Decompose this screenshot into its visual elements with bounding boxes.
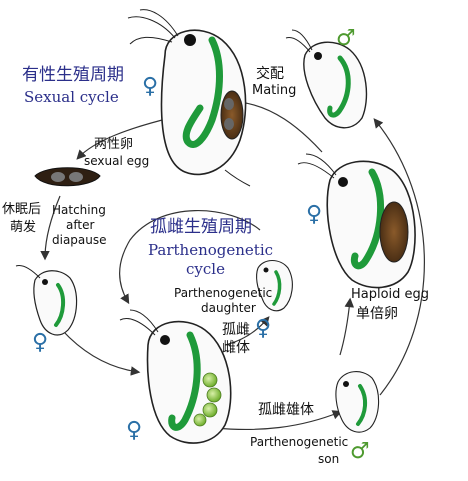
parthenogenetic-daughter-daphnia [256,259,293,312]
arrow-to-parthenogenetic-female [61,329,141,376]
parthenogenetic-son-daphnia [335,371,380,433]
arrow-hatching [40,195,61,261]
sexual-egg-label-cn: 两性卵 [94,137,134,152]
arrow-parthenogenetic-loop [119,210,261,305]
arrow-to-sexual-egg [76,117,171,160]
hatching-label-en-3: diapause [52,233,107,247]
parthenogenetic-cycle-title-cn: 孤雌生殖周期 [150,217,252,237]
sexual-cycle-title-en: Sexual cycle [24,88,119,106]
male-symbol-mating: ♂ [336,26,356,51]
arrow-son-to-male [373,118,425,396]
hatched-female-daphnia [15,265,78,336]
male-symbol-son: ♂ [350,439,370,464]
arrow-to-son [214,410,343,431]
daughter-label-en-2: daughter [201,301,256,315]
female-symbol-daughter: ♀ [255,316,272,341]
hatching-label-en-1: Hatching [52,203,106,217]
sexual-female-daphnia [127,9,251,187]
male-daphnia-mating [285,29,368,129]
son-label-en-2: son [318,452,340,466]
daughter-label-cn-2: 雌体 [222,340,250,356]
parthenogenetic-female-daphnia [119,309,232,444]
mating-label-en: Mating [252,83,297,98]
female-symbol-hatched: ♀ [32,330,49,355]
hatching-label-cn-1: 休眠后 [2,202,42,217]
mating-label-cn: 交配 [256,66,284,82]
daughter-label-cn-1: 孤雌 [222,322,250,338]
arrow-to-haploid-female [339,297,355,356]
son-label-cn: 孤雌雄体 [258,402,314,418]
haploid-egg-label-en: Haploid egg [351,287,430,302]
arrow-mating [235,97,323,153]
haploid-egg-female-daphnia [297,153,416,289]
arrow-to-daughter [224,316,270,346]
parthenogenetic-cycle-title-en-1: Parthenogenetic [148,241,274,259]
female-symbol-haploid: ♀ [306,202,323,227]
hatching-label-cn-2: 萌发 [10,220,37,235]
female-symbol-sexual: ♀ [142,74,159,99]
female-symbol-parthenogenetic: ♀ [126,418,143,443]
daughter-label-en-1: Parthenogenetic [174,286,273,300]
sexual-cycle-title-cn: 有性生殖周期 [22,65,124,85]
hatching-label-en-2: after [66,218,95,232]
sexual-egg-ephippium [34,167,101,187]
sexual-egg-label-en: sexual egg [84,154,150,168]
haploid-egg-label-cn: 单倍卵 [356,306,398,322]
parthenogenetic-cycle-title-en-2: cycle [186,260,225,278]
son-label-en-1: Parthenogenetic [250,435,349,449]
